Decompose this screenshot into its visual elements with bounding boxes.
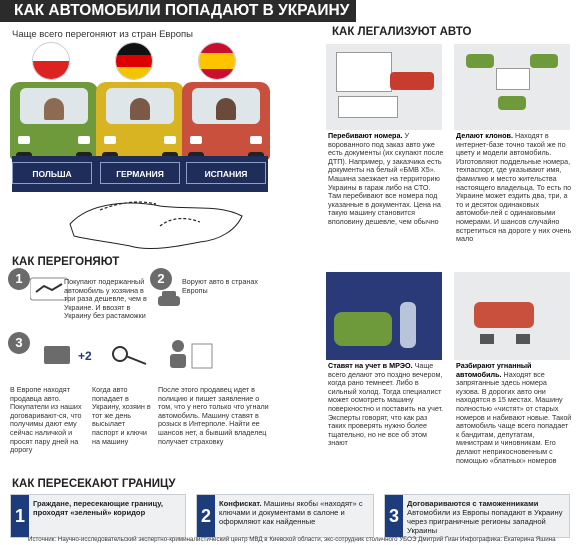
country-label-spain: ИСПАНИЯ	[186, 162, 266, 184]
legalize-block-1: Перебивают номера. У ворованного под зак…	[328, 131, 444, 227]
handshake-icon	[30, 277, 68, 301]
step-number-1: 1	[8, 268, 30, 290]
road-banner: ПОЛЬША ГЕРМАНИЯ ИСПАНИЯ	[12, 156, 268, 192]
police-report-icon	[170, 340, 213, 369]
yellow-car-icon	[96, 82, 184, 166]
red-car-icon	[182, 82, 270, 166]
country-label-poland: ПОЛЬША	[12, 162, 92, 184]
step-number-3: 3	[8, 332, 30, 354]
border-step-2-title: Конфискат.	[219, 499, 262, 508]
section-heading-border: КАК ПЕРЕСЕКАЮТ ГРАНИЦУ	[12, 478, 176, 490]
country-label-germany: ГЕРМАНИЯ	[100, 162, 180, 184]
legalize-block-3-title: Ставят на учет в МРЭО.	[328, 361, 413, 370]
border-step-1-number: 1	[11, 495, 29, 537]
germany-flag-icon	[115, 42, 153, 80]
legalize-block-2-text: Находят в интернет-базе точно такой же п…	[456, 131, 572, 244]
legalize-block-3-text: Чаще всего делают это поздно вечером, ко…	[328, 361, 444, 448]
legalize-block-2-title: Делают клонов.	[456, 131, 513, 140]
car-theft-icon	[158, 291, 180, 306]
money-icon: +2	[44, 346, 92, 364]
legalize-block-2: Делают клонов. Находят в интернет-базе т…	[456, 131, 572, 244]
legalize-block-1-text: У ворованного под заказ авто уже есть до…	[328, 131, 444, 226]
legalize-block-3: Ставят на учет в МРЭО. Чаще всего делают…	[328, 361, 444, 448]
legalize-block-4: Разбирают угнанный автомобиль. Находят в…	[456, 361, 572, 465]
illustration-garage	[326, 44, 442, 130]
svg-text:+2: +2	[78, 349, 92, 363]
border-step-3-title: Договариваются с таможенниками	[407, 499, 539, 508]
step-number-2: 2	[150, 268, 172, 290]
border-step-3-number: 3	[385, 495, 403, 537]
border-step-2: 2 Конфискат. Машины якобы «находят» с кл…	[196, 494, 374, 538]
section-heading-legalize: КАК ЛЕГАЛИЗУЮТ АВТО	[332, 26, 472, 38]
legalize-block-4-text: Находят все запрятанные здесь номера куз…	[456, 369, 572, 465]
green-car-icon	[10, 82, 98, 166]
page-title: КАК АВТОМОБИЛИ ПОПАДАЮТ В УКРАИНУ	[0, 0, 356, 22]
border-step-2-number: 2	[197, 495, 215, 537]
border-step-2-text: Машины якобы «находят» с ключами и докум…	[219, 499, 363, 526]
border-step-1-title: Граждане, пересекающие границу, проходят…	[33, 499, 163, 517]
transport-item-2: Воруют авто в странах Европы	[182, 277, 258, 295]
poland-flag-icon	[32, 42, 70, 80]
transport-col-1: В Европе находят продавца авто. Покупате…	[10, 385, 82, 455]
border-step-3-text: Автомобили из Европы попадают в Украину …	[407, 508, 563, 535]
illustration-night	[326, 272, 442, 360]
transport-col-3: После этого продавец идет в полицию и пи…	[158, 385, 269, 446]
source-footer: Источник: Научно-исследовательский экспе…	[28, 536, 556, 543]
ukraine-map-icon	[69, 201, 243, 250]
illustration-clones	[454, 44, 570, 130]
illustration-disassembly	[454, 272, 570, 360]
subtitle: Чаще всего перегоняют из стран Европы	[12, 29, 194, 40]
transport-col-2: Когда авто попадает в Украину, хозяин в …	[92, 385, 151, 446]
border-step-3: 3 Договариваются с таможенниками Автомоб…	[384, 494, 570, 538]
legalize-block-4-title: Разбирают угнанный автомобиль.	[456, 361, 532, 379]
transport-item-1: Покупают подержанный автомобиль у хозяин…	[64, 277, 147, 321]
border-step-1: 1 Граждане, пересекающие границу, проход…	[10, 494, 186, 538]
section-heading-transport: КАК ПЕРЕГОНЯЮТ	[12, 256, 120, 268]
keys-icon	[112, 346, 147, 365]
spain-flag-icon	[198, 42, 236, 80]
legalize-block-1-title: Перебивают номера.	[328, 131, 403, 140]
